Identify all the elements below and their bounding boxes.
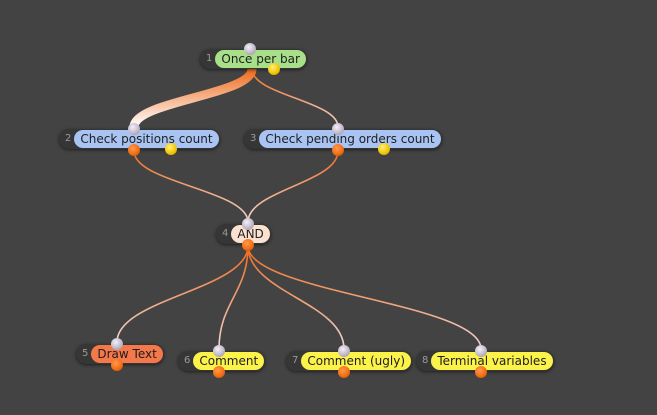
input-port[interactable]: [128, 123, 140, 135]
output-port[interactable]: [268, 63, 280, 75]
input-port[interactable]: [338, 345, 350, 357]
input-port[interactable]: [213, 345, 225, 357]
output-port[interactable]: [378, 143, 390, 155]
node-label: AND: [231, 225, 270, 243]
output-port[interactable]: [165, 143, 177, 155]
output-port[interactable]: [475, 366, 487, 378]
node-label: Once per bar: [215, 50, 306, 68]
node-number: 4: [222, 228, 229, 239]
connection-n4-n5[interactable]: [116, 245, 249, 343]
input-port[interactable]: [242, 218, 254, 230]
output-port[interactable]: [332, 144, 344, 156]
output-port[interactable]: [128, 144, 140, 156]
node-number: 1: [206, 53, 213, 64]
connection-n3-n4[interactable]: [247, 150, 339, 223]
connection-n2-n4[interactable]: [133, 150, 249, 223]
connection-n1-n3[interactable]: [251, 68, 339, 128]
node-label: Comment: [193, 352, 265, 370]
connection-n1-n2[interactable]: [129, 64, 257, 132]
output-port[interactable]: [338, 366, 350, 378]
node-number: 6: [184, 355, 191, 366]
node-label: Check positions count: [74, 130, 219, 148]
node-number: 3: [250, 133, 257, 144]
node-label: Check pending orders count: [259, 130, 441, 148]
connection-n4-n7[interactable]: [247, 245, 345, 350]
node-number: 7: [292, 355, 299, 366]
output-port[interactable]: [111, 359, 123, 371]
input-port[interactable]: [111, 338, 123, 350]
connection-n4-n8[interactable]: [247, 245, 482, 350]
node-label: Comment (ugly): [301, 352, 412, 370]
output-port[interactable]: [242, 239, 254, 251]
input-port[interactable]: [332, 123, 344, 135]
node-label: Terminal variables: [431, 352, 553, 370]
node-label: Draw Text: [91, 345, 163, 363]
node-number: 5: [82, 348, 89, 359]
input-port[interactable]: [244, 43, 256, 55]
node-number: 8: [422, 355, 429, 366]
connection-n4-n6[interactable]: [218, 245, 249, 350]
output-port[interactable]: [213, 366, 225, 378]
node-number: 2: [65, 133, 72, 144]
input-port[interactable]: [475, 345, 487, 357]
